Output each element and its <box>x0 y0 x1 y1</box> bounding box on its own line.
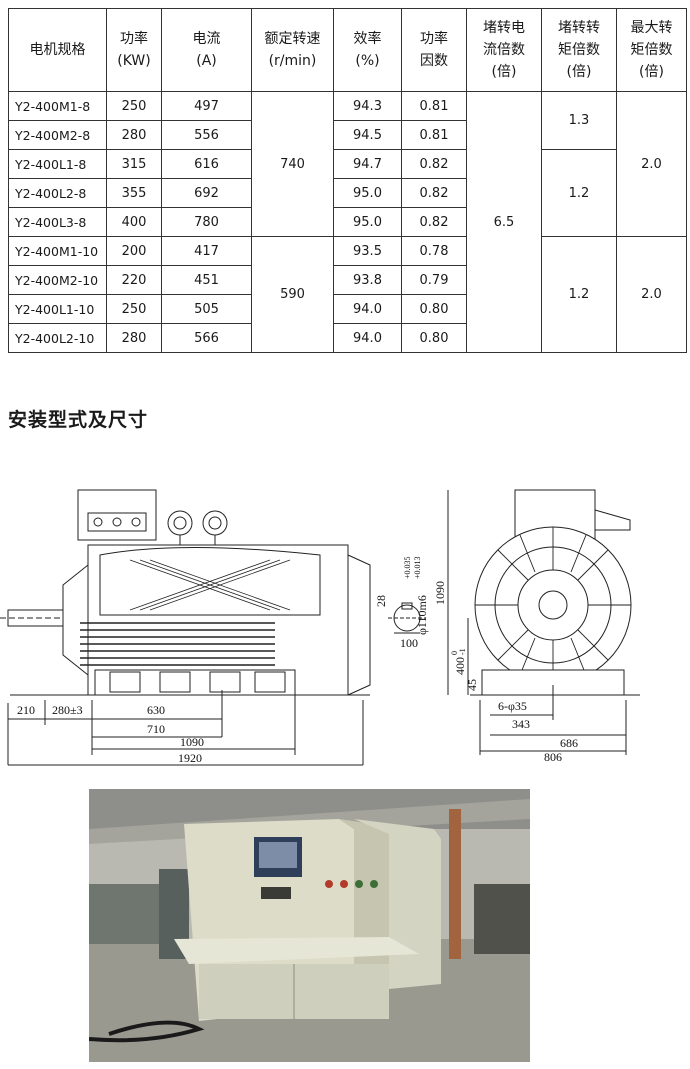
cell-current: 616 <box>161 149 252 179</box>
dim-45: 45 <box>465 679 479 691</box>
cell-model: Y2-400L2-10 <box>8 323 107 353</box>
dim-28: 28 <box>374 595 388 607</box>
cell-power: 355 <box>106 178 162 208</box>
cell-efficiency: 95.0 <box>333 207 402 237</box>
cell-efficiency: 93.8 <box>333 265 402 295</box>
cell-locked-torque-b: 1.2 <box>541 149 617 237</box>
cell-current: 556 <box>161 120 252 150</box>
cell-current: 780 <box>161 207 252 237</box>
table-row: Y2-400M1-10 200 417 590 93.5 0.78 1.2 2.… <box>8 236 687 353</box>
cell-pf: 0.82 <box>401 178 467 208</box>
cell-model: Y2-400L2-8 <box>8 178 107 208</box>
dim-280: 280±3 <box>52 703 83 717</box>
cell-pf: 0.81 <box>401 91 467 121</box>
cell-pf: 0.82 <box>401 149 467 179</box>
dim-1920: 1920 <box>178 751 202 765</box>
header-efficiency: 效率(%) <box>333 8 402 92</box>
cell-power: 280 <box>106 323 162 353</box>
dim-210: 210 <box>17 703 35 717</box>
cell-speed-10pole: 590 <box>251 236 334 353</box>
side-view <box>0 489 371 766</box>
dim-tol-lower: +0.013 <box>413 556 422 579</box>
dim-806: 806 <box>544 750 562 764</box>
cell-model: Y2-400L1-10 <box>8 294 107 324</box>
cell-efficiency: 94.0 <box>333 323 402 353</box>
cell-efficiency: 94.0 <box>333 294 402 324</box>
test-cabinet-photo <box>89 789 530 1062</box>
cell-pf: 0.81 <box>401 120 467 150</box>
dim-shaft: φ110m6 <box>415 595 429 635</box>
cell-efficiency: 94.7 <box>333 149 402 179</box>
cell-efficiency: 95.0 <box>333 178 402 208</box>
cell-current: 497 <box>161 91 252 121</box>
cell-efficiency: 94.3 <box>333 91 402 121</box>
cell-power: 250 <box>106 294 162 324</box>
dim-686: 686 <box>560 736 578 750</box>
dim-100: 100 <box>400 636 418 650</box>
cell-pf: 0.78 <box>401 236 467 266</box>
dim-630: 630 <box>147 703 165 717</box>
cell-model: Y2-400M2-10 <box>8 265 107 295</box>
cell-pf: 0.80 <box>401 294 467 324</box>
dim-height: 1090 <box>433 581 447 605</box>
cell-power: 250 <box>106 91 162 121</box>
dim-holes: 6-φ35 <box>498 699 527 713</box>
header-max-torque: 最大转矩倍数(倍) <box>616 8 687 92</box>
shaft-detail <box>388 602 426 634</box>
cell-speed-8pole: 740 <box>251 91 334 237</box>
cell-model: Y2-400M1-8 <box>8 91 107 121</box>
header-locked-torque: 堵转转矩倍数(倍) <box>541 8 617 92</box>
spec-table: 电机规格 功率(KW) 电流(A) 额定转速(r/min) 效率(%) 功率因数… <box>8 8 687 353</box>
dim-tol-upper: +0.035 <box>403 556 412 579</box>
table-row: Y2-400L1-10 250 505 94.0 0.80 <box>8 294 687 324</box>
table-row: Y2-400L1-8 315 616 94.7 0.82 1.2 <box>8 149 687 237</box>
cell-pf: 0.82 <box>401 207 467 237</box>
front-view <box>447 489 640 755</box>
cell-model: Y2-400M2-8 <box>8 120 107 150</box>
motor-dimension-drawing: 210 280±3 630 710 1090 1920 28 100 φ110m… <box>0 489 640 766</box>
cell-power: 280 <box>106 120 162 150</box>
table-header-row: 电机规格 功率(KW) 电流(A) 额定转速(r/min) 效率(%) 功率因数… <box>8 8 687 92</box>
section-title: 安装型式及尺寸 <box>8 409 149 431</box>
cell-model: Y2-400L1-8 <box>8 149 107 179</box>
dim-400-tol: 0 <box>450 651 459 655</box>
cell-current: 566 <box>161 323 252 353</box>
cell-locked-current: 6.5 <box>466 91 542 353</box>
header-speed: 额定转速(r/min) <box>251 8 334 92</box>
cell-model: Y2-400M1-10 <box>8 236 107 266</box>
dim-710: 710 <box>147 722 165 736</box>
header-model: 电机规格 <box>8 8 107 92</box>
header-power: 功率(KW) <box>106 8 162 92</box>
header-current: 电流(A) <box>161 8 252 92</box>
table-row: Y2-400M2-10 220 451 93.8 0.79 <box>8 265 687 295</box>
dim-400: 400 <box>453 657 467 675</box>
dim-1090: 1090 <box>180 735 204 749</box>
table-row: Y2-400M2-8 280 556 94.5 0.81 <box>8 120 687 150</box>
header-locked-current: 堵转电流倍数(倍) <box>466 8 542 92</box>
cell-power: 315 <box>106 149 162 179</box>
cell-power: 200 <box>106 236 162 266</box>
cell-current: 692 <box>161 178 252 208</box>
cell-max-torque-8pole: 2.0 <box>616 91 687 237</box>
cell-power: 400 <box>106 207 162 237</box>
cell-model: Y2-400L3-8 <box>8 207 107 237</box>
dim-343: 343 <box>512 717 530 731</box>
cell-current: 451 <box>161 265 252 295</box>
cell-current: 417 <box>161 236 252 266</box>
table-row: Y2-400L3-8 400 780 95.0 0.82 <box>8 207 687 237</box>
cell-locked-torque-c: 1.2 <box>541 236 617 353</box>
cell-current: 505 <box>161 294 252 324</box>
table-row: Y2-400L2-10 280 566 94.0 0.80 <box>8 323 687 353</box>
cell-locked-torque-a: 1.3 <box>541 91 617 150</box>
table-row: Y2-400L2-8 355 692 95.0 0.82 <box>8 178 687 208</box>
cell-power: 220 <box>106 265 162 295</box>
cell-pf: 0.79 <box>401 265 467 295</box>
table-row: Y2-400M1-8 250 497 740 94.3 0.81 6.5 1.3… <box>8 91 687 353</box>
cell-efficiency: 93.5 <box>333 236 402 266</box>
cell-max-torque-10pole: 2.0 <box>616 236 687 353</box>
cell-pf: 0.80 <box>401 323 467 353</box>
header-power-factor: 功率因数 <box>401 8 467 92</box>
cell-efficiency: 94.5 <box>333 120 402 150</box>
dim-400-tol2: -1 <box>458 648 467 655</box>
